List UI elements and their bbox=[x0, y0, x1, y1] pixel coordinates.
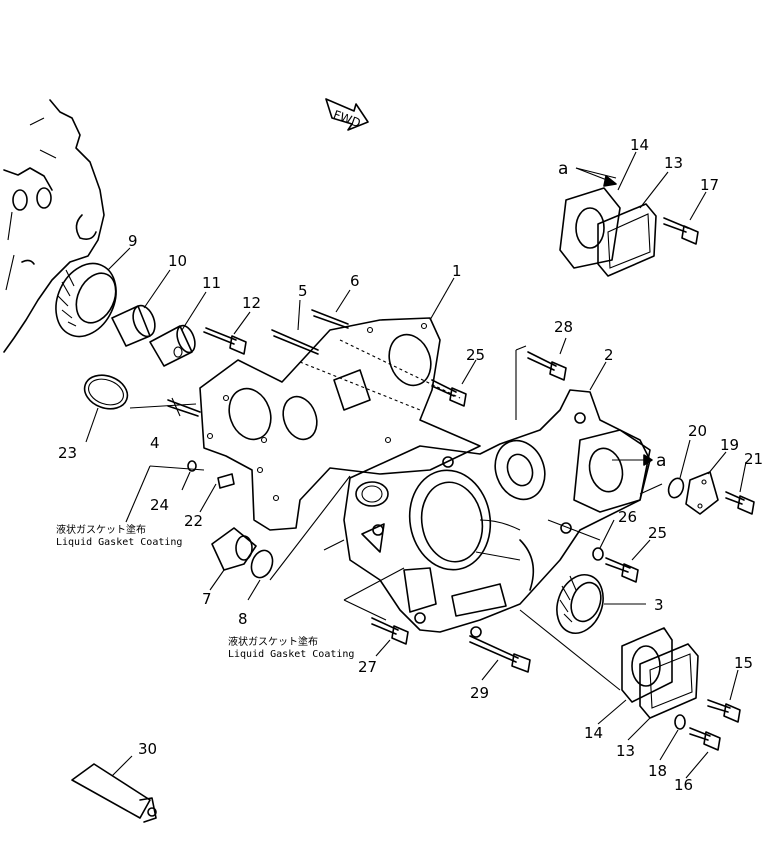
note-2-jp: 液状ガスケット塗布 bbox=[228, 635, 318, 648]
part-9-bearing bbox=[55, 262, 117, 338]
callout-12: 12 bbox=[242, 294, 261, 312]
part-8-o-ring bbox=[250, 549, 274, 579]
note-2-en: Liquid Gasket Coating bbox=[228, 649, 354, 660]
part-23-o-ring bbox=[83, 374, 129, 410]
part-28-bolt bbox=[527, 351, 567, 381]
part-12-bolt bbox=[203, 327, 247, 355]
part-24-ring bbox=[187, 460, 197, 472]
callout-1: 1 bbox=[452, 262, 462, 280]
callout-19: 19 bbox=[720, 436, 739, 454]
part-11-hub bbox=[149, 324, 196, 367]
callout-24: 24 bbox=[150, 496, 169, 514]
callout-17: 17 bbox=[700, 176, 719, 194]
callout-25-lower: 25 bbox=[648, 524, 667, 542]
callout-14-upper: 14 bbox=[630, 136, 649, 154]
callout-16: 16 bbox=[674, 776, 693, 794]
part-23-o-ring-inner bbox=[88, 378, 124, 406]
part-14-gasket-upper bbox=[559, 187, 621, 269]
callout-30: 30 bbox=[138, 740, 157, 758]
note-1-en: Liquid Gasket Coating bbox=[56, 537, 182, 548]
view-marker-a-lower-label: a bbox=[656, 451, 666, 471]
part-6-stud bbox=[311, 309, 349, 329]
note-liquid-gasket-center: 液状ガスケット塗布 Liquid Gasket Coating bbox=[228, 635, 354, 660]
callout-15: 15 bbox=[734, 654, 753, 672]
view-marker-a-lower bbox=[612, 454, 653, 466]
view-marker-a-upper bbox=[575, 167, 617, 187]
part-27-bolt bbox=[371, 617, 409, 645]
callout-13-upper: 13 bbox=[664, 154, 683, 172]
part-16-bolt bbox=[689, 727, 721, 751]
view-marker-a-upper-label: a bbox=[558, 159, 568, 179]
callout-25-upper: 25 bbox=[466, 346, 485, 364]
engine-block-outline bbox=[3, 99, 105, 353]
part-1-gasket bbox=[199, 317, 481, 531]
part-2-front-cover bbox=[343, 389, 651, 638]
callout-21: 21 bbox=[744, 450, 763, 468]
callout-7: 7 bbox=[202, 590, 212, 608]
callout-27: 27 bbox=[358, 658, 377, 676]
part-26-washer bbox=[592, 547, 604, 561]
leader-lines bbox=[85, 151, 747, 779]
callout-2: 2 bbox=[604, 346, 614, 364]
callout-23: 23 bbox=[58, 444, 77, 462]
callout-5: 5 bbox=[298, 282, 308, 300]
callout-11: 11 bbox=[202, 274, 221, 292]
callout-28: 28 bbox=[554, 318, 573, 336]
part-13-cover-upper bbox=[597, 203, 657, 277]
part-25-bolt-lower bbox=[605, 557, 639, 583]
callout-13-lower: 13 bbox=[616, 742, 635, 760]
part-21-bolt bbox=[725, 491, 755, 515]
part-25-bolt-upper bbox=[431, 379, 467, 407]
callout-6: 6 bbox=[350, 272, 360, 290]
part-10-sleeve bbox=[111, 304, 156, 347]
part-29-bolt bbox=[469, 635, 531, 673]
part-4-stud bbox=[167, 399, 201, 417]
callout-20: 20 bbox=[688, 422, 707, 440]
callout-10: 10 bbox=[168, 252, 187, 270]
part-14-gasket-lower bbox=[621, 627, 673, 703]
callout-22: 22 bbox=[184, 512, 203, 530]
callout-8: 8 bbox=[238, 610, 248, 628]
part-22-dowel-pin bbox=[217, 473, 235, 489]
callout-14-lower: 14 bbox=[584, 724, 603, 742]
part-17-bolt bbox=[663, 217, 699, 245]
part-15-bolt bbox=[707, 699, 741, 723]
callout-3: 3 bbox=[654, 596, 664, 614]
part-18-washer bbox=[674, 714, 686, 730]
part-13-cover-lower bbox=[639, 643, 699, 719]
part-3-oil-seal bbox=[556, 574, 604, 634]
part-5-stud bbox=[271, 329, 319, 355]
part-20-o-ring bbox=[667, 477, 685, 499]
callout-29: 29 bbox=[470, 684, 489, 702]
fwd-arrow: FWD bbox=[325, 98, 369, 131]
callout-26: 26 bbox=[618, 508, 637, 526]
callout-labels: 1 2 3 4 5 6 7 8 9 10 11 12 13 13 14 14 1… bbox=[58, 136, 763, 794]
part-7-plug bbox=[211, 527, 257, 571]
part-30-liquid-gasket-tube bbox=[71, 763, 157, 823]
callout-4: 4 bbox=[150, 434, 160, 452]
note-1-jp: 液状ガスケット塗布 bbox=[56, 523, 146, 536]
callout-9: 9 bbox=[128, 232, 138, 250]
callout-18: 18 bbox=[648, 762, 667, 780]
part-19-cover-plate bbox=[685, 471, 719, 515]
note-liquid-gasket-left: 液状ガスケット塗布 Liquid Gasket Coating bbox=[56, 523, 182, 548]
